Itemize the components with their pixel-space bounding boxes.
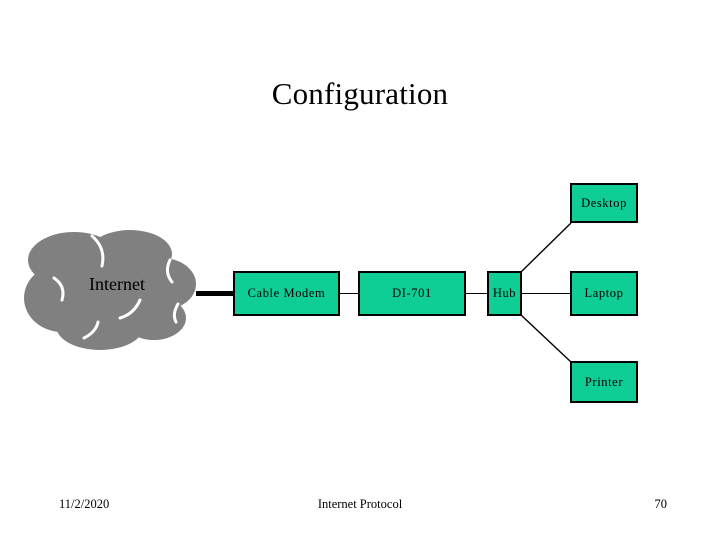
- link-internet-to-cable-modem: [196, 291, 236, 296]
- node-printer-label: Printer: [584, 374, 624, 389]
- node-desktop-label: Desktop: [581, 195, 627, 210]
- node-printer[interactable]: Printer: [570, 361, 638, 403]
- node-di701[interactable]: DI-701: [358, 271, 466, 316]
- node-cable-modem[interactable]: Cable Modem: [233, 271, 340, 316]
- footer-subject: Internet Protocol: [317, 497, 403, 511]
- node-cable-modem-label: Cable Modem: [247, 286, 326, 300]
- node-hub[interactable]: Hub: [487, 271, 522, 316]
- node-desktop[interactable]: Desktop: [570, 183, 638, 223]
- node-laptop[interactable]: Laptop: [570, 271, 638, 316]
- link-hub-to-laptop: [520, 293, 572, 294]
- page-title: Configuration: [271, 76, 449, 111]
- node-di701-label: DI-701: [392, 286, 432, 300]
- footer-date: 11/2/2020: [59, 497, 110, 511]
- link-di701-to-hub: [465, 293, 489, 294]
- node-laptop-label: Laptop: [584, 286, 624, 300]
- link-hub-printer: [520, 314, 572, 363]
- node-hub-label: Hub: [492, 286, 517, 300]
- internet-cloud[interactable]: Internet: [22, 226, 212, 354]
- footer-page-number: 70: [654, 497, 668, 511]
- link-cable-modem-to-di701: [339, 293, 360, 294]
- link-hub-desktop: [520, 222, 572, 273]
- cloud-icon: [24, 230, 196, 350]
